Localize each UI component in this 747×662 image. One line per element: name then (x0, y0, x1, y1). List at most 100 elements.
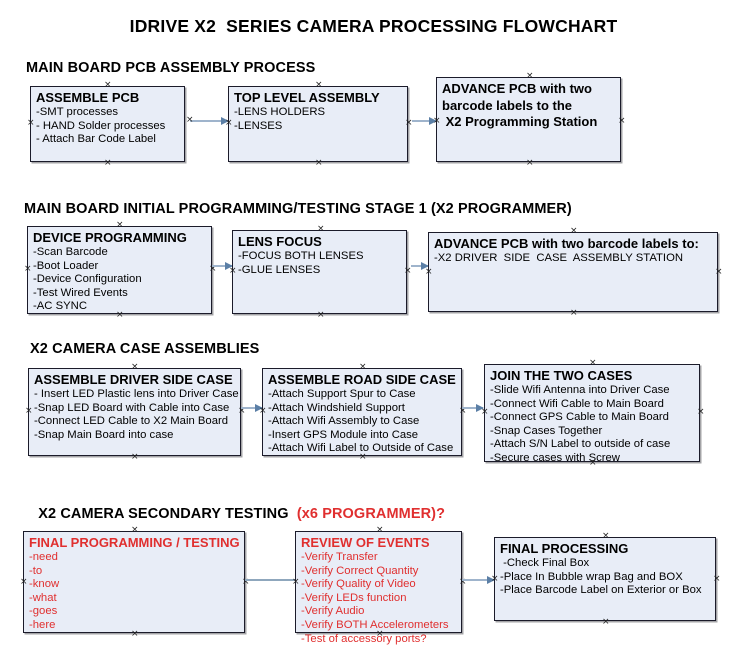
connection-handle[interactable] (589, 360, 596, 367)
connection-handle[interactable] (116, 222, 123, 229)
node-line: -Snap LED Board with Cable into Case (34, 401, 230, 414)
node-title: JOIN THE TWO CASES (490, 368, 633, 383)
node-top-level-assembly[interactable]: TOP LEVEL ASSEMBLY -LENS HOLDERS -LENSES (228, 86, 408, 162)
connection-handle[interactable] (131, 631, 138, 638)
node-lens-focus[interactable]: LENS FOCUS -FOCUS BOTH LENSES -GLUE LENS… (232, 230, 407, 314)
node-assemble-pcb[interactable]: ASSEMBLE PCB -SMT processes - HAND Solde… (30, 86, 185, 162)
node-line: - Attach Bar Code Label (36, 133, 156, 146)
node-title: ASSEMBLE PCB (36, 90, 140, 105)
node-assemble-driver-side-case[interactable]: ASSEMBLE DRIVER SIDE CASE - Insert LED P… (28, 368, 241, 456)
connection-handle[interactable] (715, 269, 722, 276)
connection-handle[interactable] (20, 579, 27, 586)
node-assemble-road-side-case[interactable]: ASSEMBLE ROAD SIDE CASE -Attach Support … (262, 368, 462, 456)
section-heading-main-board-initial-programming: MAIN BOARD INITIAL PROGRAMMING/TESTING S… (24, 201, 572, 217)
connector-lens-focus-to-advance-pcb (411, 261, 429, 270)
connection-handle[interactable] (104, 82, 111, 89)
node-line: -Check Final Box (500, 557, 590, 569)
node-line: -SMT processes (36, 106, 119, 118)
connection-handle[interactable] (376, 527, 383, 534)
connection-handle[interactable] (186, 117, 193, 124)
connection-handle[interactable] (491, 576, 498, 583)
connection-handle[interactable] (405, 120, 412, 127)
connection-handle[interactable] (229, 268, 236, 275)
node-line: -Slide Wifi Antenna into Driver Case (490, 384, 670, 396)
section-heading-main-board-pcb-assembly-process: MAIN BOARD PCB ASSEMBLY PROCESS (26, 60, 316, 76)
connection-handle[interactable] (526, 160, 533, 167)
connection-handle[interactable] (131, 364, 138, 371)
connection-handle[interactable] (697, 409, 704, 416)
section-heading-accent: (x6 PROGRAMMER)? (296, 506, 446, 522)
connection-handle[interactable] (25, 408, 32, 415)
connection-handle[interactable] (359, 454, 366, 461)
connection-handle[interactable] (225, 120, 232, 127)
node-line: -to (29, 564, 43, 577)
node-line-overflow: -Test of accessory ports? (301, 632, 427, 645)
connection-handle[interactable] (315, 82, 322, 89)
connection-handle[interactable] (618, 118, 625, 125)
connection-handle[interactable] (433, 118, 440, 125)
connection-handle[interactable] (589, 460, 596, 467)
connection-handle[interactable] (526, 73, 533, 80)
connection-handle[interactable] (27, 120, 34, 127)
node-line: -Connect GPS Cable to Main Board (490, 411, 669, 424)
node-line: -Verify Transfer (301, 551, 378, 563)
section-heading-text: X2 CAMERA SECONDARY TESTING (38, 506, 297, 522)
node-line: ADVANCE PCB with two (442, 81, 592, 96)
connection-handle[interactable] (131, 527, 138, 534)
connection-handle[interactable] (713, 576, 720, 583)
connection-handle[interactable] (425, 269, 432, 276)
connection-handle[interactable] (259, 408, 266, 415)
connection-handle[interactable] (376, 631, 383, 638)
node-advance-pcb-driver-side-station[interactable]: ADVANCE PCB with two barcode labels to: … (428, 232, 718, 312)
connection-handle[interactable] (481, 409, 488, 416)
node-line: -Insert GPS Module into Case (268, 428, 419, 441)
connection-handle[interactable] (570, 228, 577, 235)
node-line: -Connect Wifi Cable to Main Board (490, 397, 664, 410)
node-device-programming[interactable]: DEVICE PROGRAMMING -Scan Barcode -Boot L… (27, 226, 212, 314)
connection-handle[interactable] (317, 226, 324, 233)
node-title: REVIEW OF EVENTS (301, 535, 430, 550)
connection-handle[interactable] (317, 312, 324, 319)
section-heading-x2-camera-secondary-testing: X2 CAMERA SECONDARY TESTING (x6 PROGRAMM… (30, 490, 445, 522)
connection-handle[interactable] (602, 619, 609, 626)
node-line: -goes (29, 605, 58, 618)
node-line: -Device Configuration (33, 273, 142, 286)
connection-handle[interactable] (404, 268, 411, 275)
connector-road-case-to-join-cases (462, 403, 484, 412)
node-review-of-events[interactable]: REVIEW OF EVENTS -Verify Transfer -Verif… (292, 531, 462, 645)
node-line: -Attach Wifi Assembly to Case (268, 415, 420, 428)
connection-handle[interactable] (209, 266, 216, 273)
node-line: -GLUE LENSES (238, 263, 321, 276)
node-line: -AC SYNC (33, 300, 87, 313)
connection-handle[interactable] (570, 310, 577, 317)
node-title: FINAL PROCESSING (500, 541, 629, 556)
node-line: -Place Barcode Label on Exterior or Box (500, 584, 702, 597)
node-title: ASSEMBLE DRIVER SIDE CASE (34, 372, 233, 387)
node-final-processing[interactable]: FINAL PROCESSING -Check Final Box -Place… (494, 537, 716, 621)
node-final-programming-testing[interactable]: FINAL PROGRAMMING / TESTING -need -to -k… (23, 531, 245, 633)
connection-handle[interactable] (292, 579, 299, 586)
connector-final-programming-to-review (245, 579, 295, 581)
connection-handle[interactable] (459, 408, 466, 415)
arrow-head (476, 403, 484, 412)
node-line: -Attach Wifi Label to Outside of Case (268, 442, 454, 455)
node-line: -Verify BOTH Accelerometers (301, 618, 449, 631)
connection-handle[interactable] (238, 408, 245, 415)
node-join-the-two-cases[interactable]: JOIN THE TWO CASES -Slide Wifi Antenna i… (481, 364, 700, 464)
node-advance-pcb-programming-station[interactable]: ADVANCE PCB with two barcode labels to t… (436, 77, 621, 162)
node-line: -Boot Loader (33, 259, 99, 272)
connection-handle[interactable] (602, 533, 609, 540)
node-line: barcode labels to the (442, 97, 573, 113)
connection-handle[interactable] (116, 312, 123, 319)
node-line: -need (29, 551, 58, 563)
node-line: X2 Programming Station (442, 114, 598, 129)
connection-handle[interactable] (315, 160, 322, 167)
connection-handle[interactable] (24, 266, 31, 273)
arrow-head (421, 261, 429, 270)
connection-handle[interactable] (359, 364, 366, 371)
connection-handle[interactable] (104, 160, 111, 167)
connection-handle[interactable] (131, 454, 138, 461)
connector-assemble-pcb-to-top-level (190, 116, 229, 125)
node-line: -know (29, 578, 60, 591)
node-line: -Test Wired Events (33, 286, 128, 299)
